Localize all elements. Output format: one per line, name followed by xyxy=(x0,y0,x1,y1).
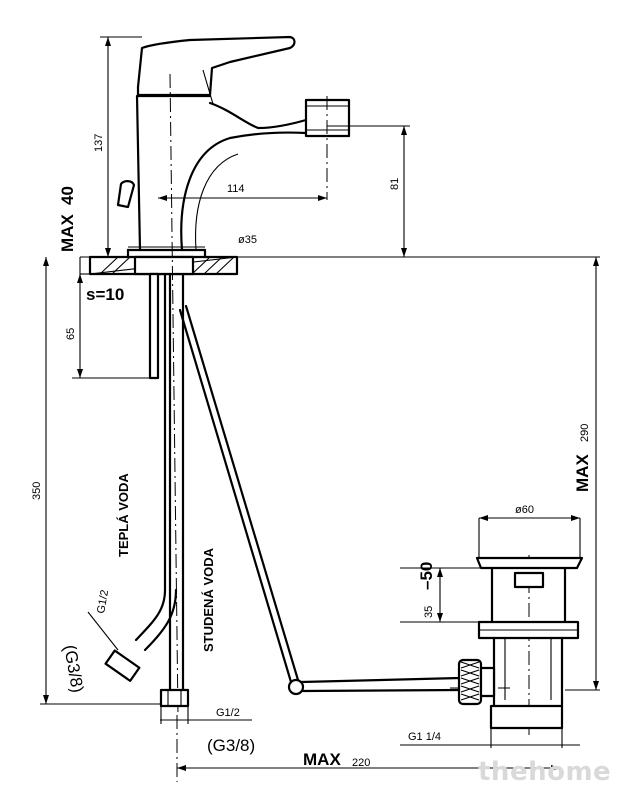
dim-max-40-label: MAX xyxy=(58,214,77,252)
dim-max-40-value: 40 xyxy=(58,186,77,205)
dim-65: 65 xyxy=(65,328,77,340)
dim-s10: s=10 xyxy=(86,285,124,304)
dim-cold-g3-8: (G3/8) xyxy=(207,736,255,755)
label-cold-water: STUDENÁ VODA xyxy=(201,547,216,652)
dim-114: 114 xyxy=(227,183,245,195)
dim-35-50-b: –50 xyxy=(417,562,436,590)
dim-137: 137 xyxy=(93,134,105,152)
supply-hoses xyxy=(104,272,190,708)
dim-hot-g3-8: (G3/8) xyxy=(60,643,87,694)
dimension-lines xyxy=(40,36,600,769)
popup-linkage xyxy=(178,304,462,696)
dim-220: 220 xyxy=(352,757,370,769)
dim-hot-g1-2: G1/2 xyxy=(95,589,111,615)
countertop xyxy=(88,255,239,276)
dim-g1-1-4: G1 1/4 xyxy=(408,731,441,743)
dim-cold-g1-2: G1/2 xyxy=(216,707,240,719)
dim-max-290-label: MAX xyxy=(573,454,592,492)
watermark: thehome xyxy=(478,757,611,787)
dim-diameter-35: ø35 xyxy=(238,234,257,246)
waste-drain xyxy=(457,556,584,730)
dim-diameter-60: ø60 xyxy=(515,504,534,516)
mounting-shank xyxy=(148,272,160,380)
faucet-body xyxy=(116,35,351,259)
dim-350: 350 xyxy=(31,482,43,500)
dimension-arrows xyxy=(43,37,599,771)
dim-290: 290 xyxy=(579,424,591,442)
knurl-pattern xyxy=(460,661,480,701)
dim-35-50-a: 35 xyxy=(423,606,435,618)
label-hot-water: TEPLÁ VODA xyxy=(116,473,131,557)
dim-81: 81 xyxy=(389,178,401,190)
dim-max-220-label: MAX xyxy=(303,750,341,769)
